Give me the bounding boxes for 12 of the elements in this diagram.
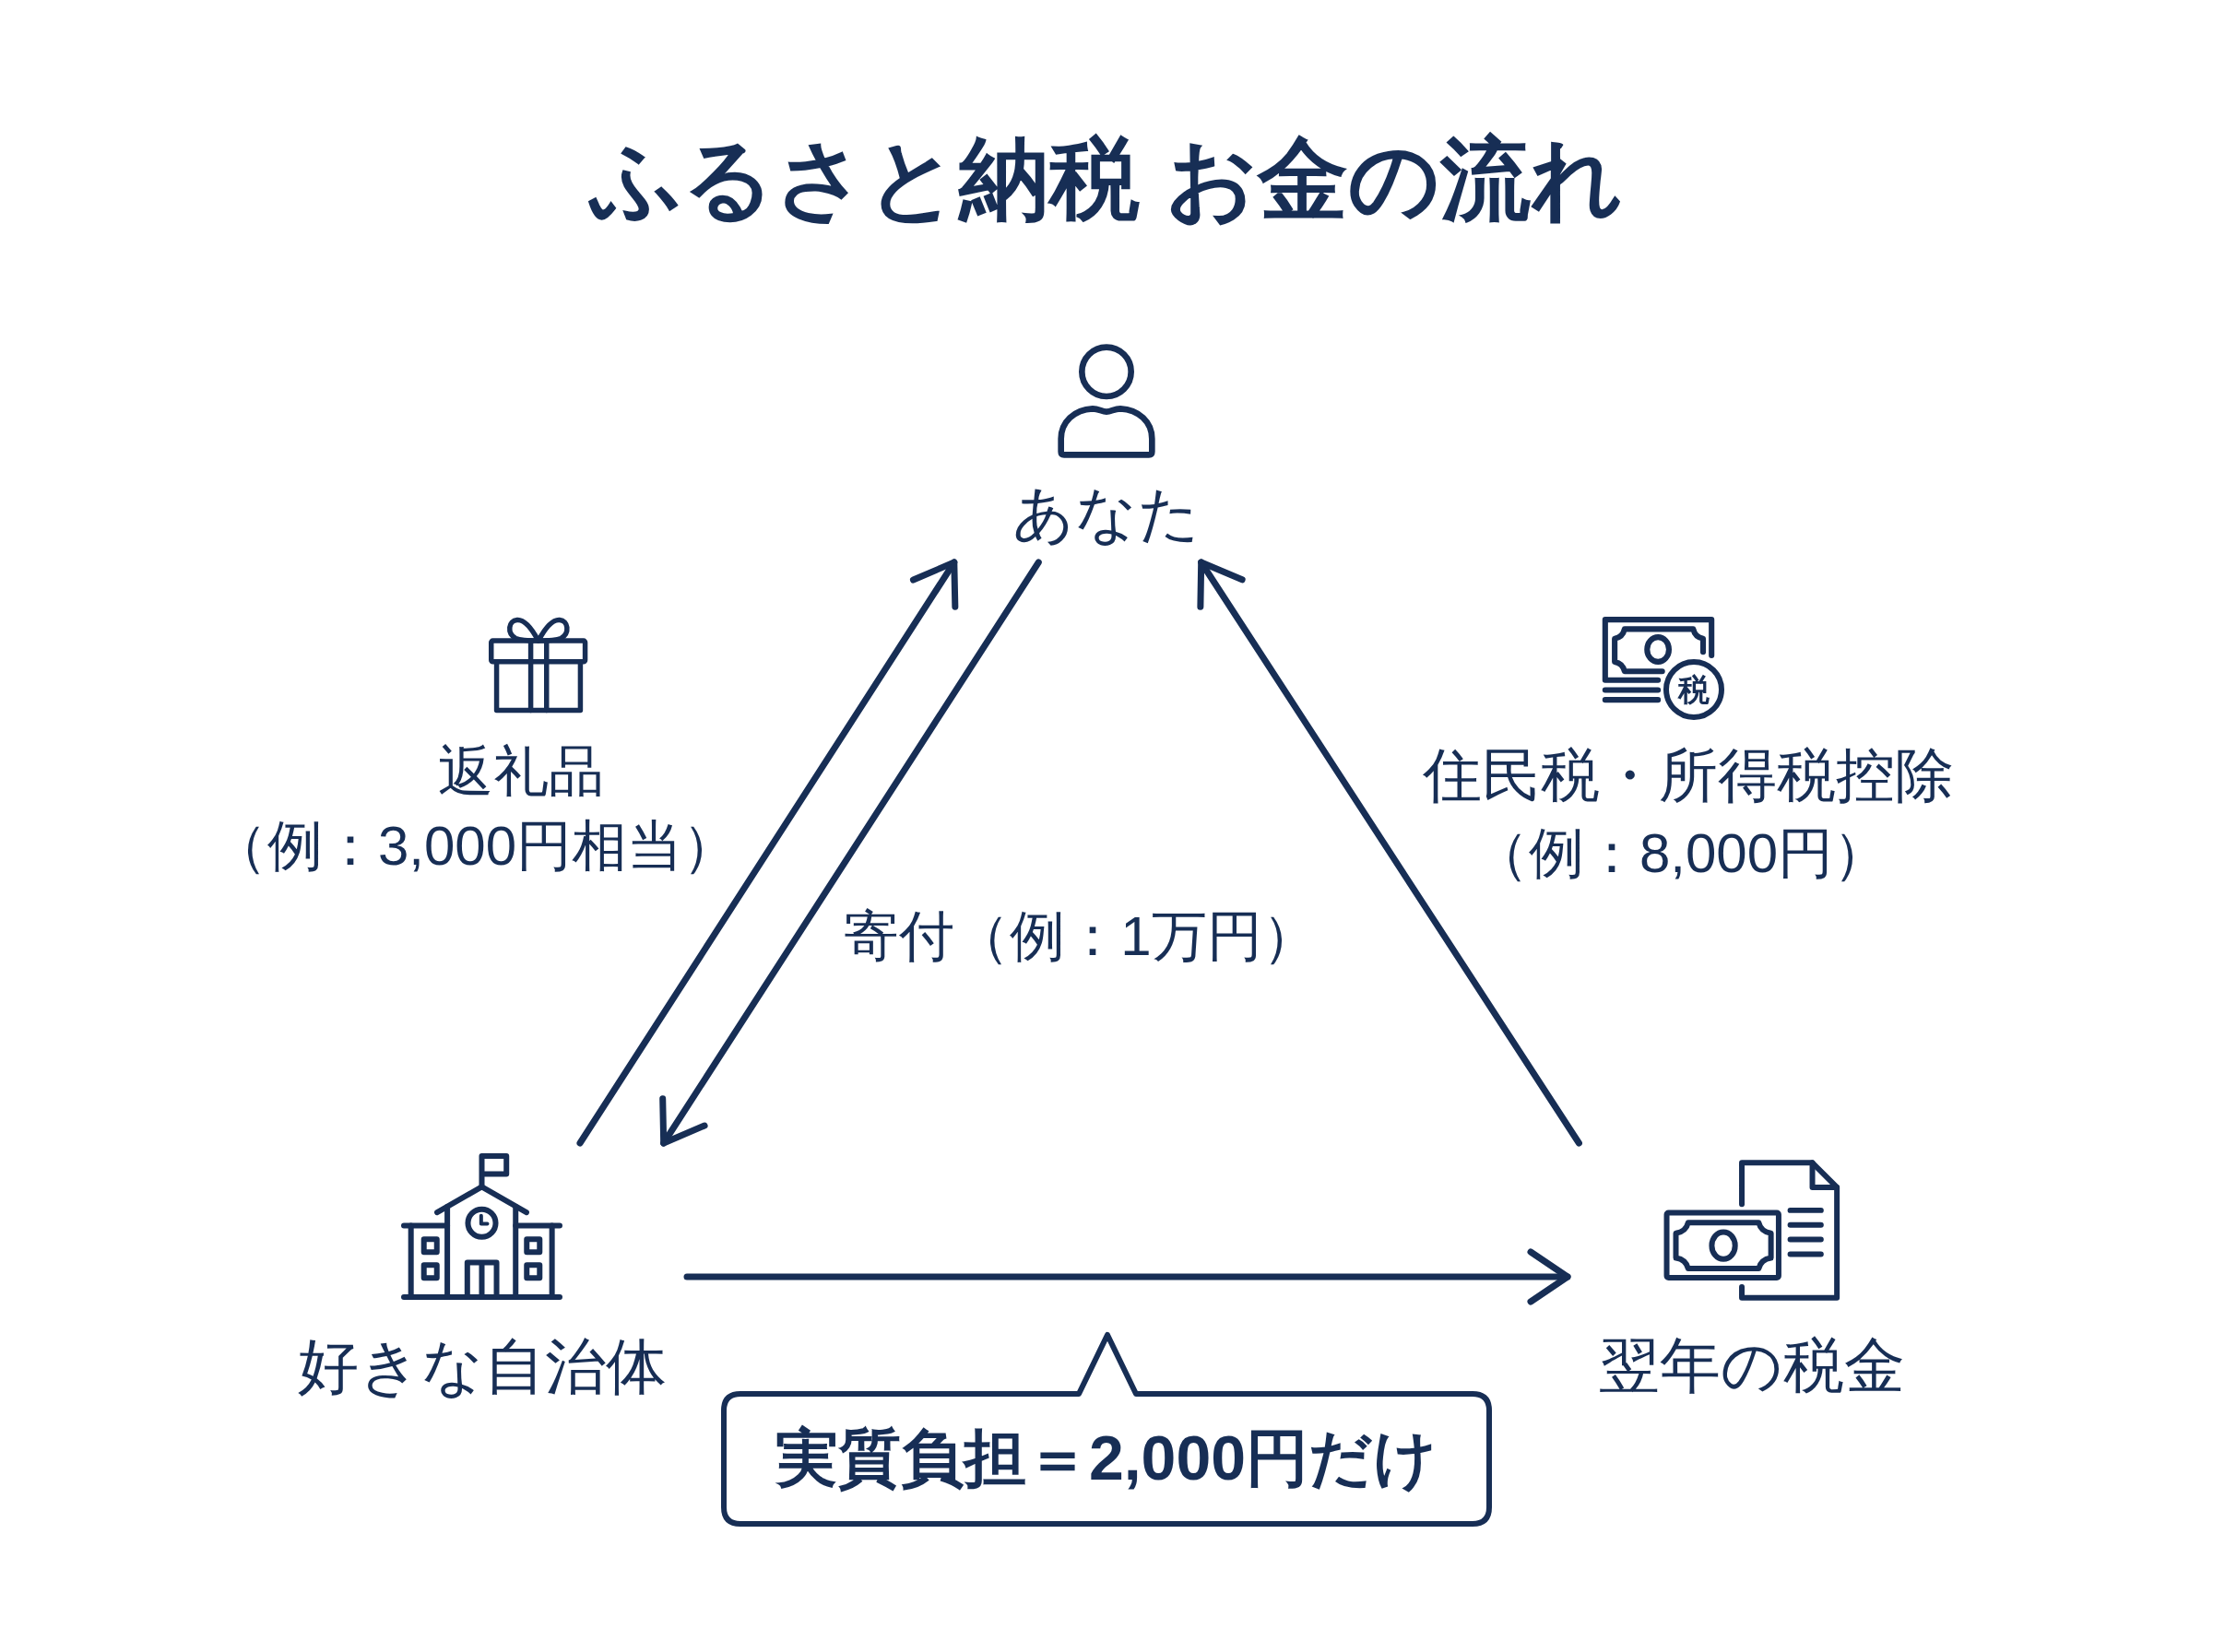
amount-note: （例：3,000円相当）	[211, 814, 739, 879]
node-label: あなた	[1012, 478, 1201, 549]
arrow	[576, 559, 959, 1147]
node-label: 好きな自治体	[297, 1331, 667, 1402]
amount-note: （例：8,000円）	[1473, 821, 1889, 886]
arrow	[683, 1248, 1571, 1305]
diagram-title: ふるさと納税 お金の流れ	[590, 127, 1623, 231]
node-label: 翌年の税金	[1599, 1330, 1905, 1401]
callout-text: 実質負担＝2,000円だけ	[775, 1422, 1438, 1495]
arrow	[659, 559, 1042, 1147]
tax-stamp: 税	[1663, 659, 1724, 720]
arrow	[1197, 559, 1582, 1147]
